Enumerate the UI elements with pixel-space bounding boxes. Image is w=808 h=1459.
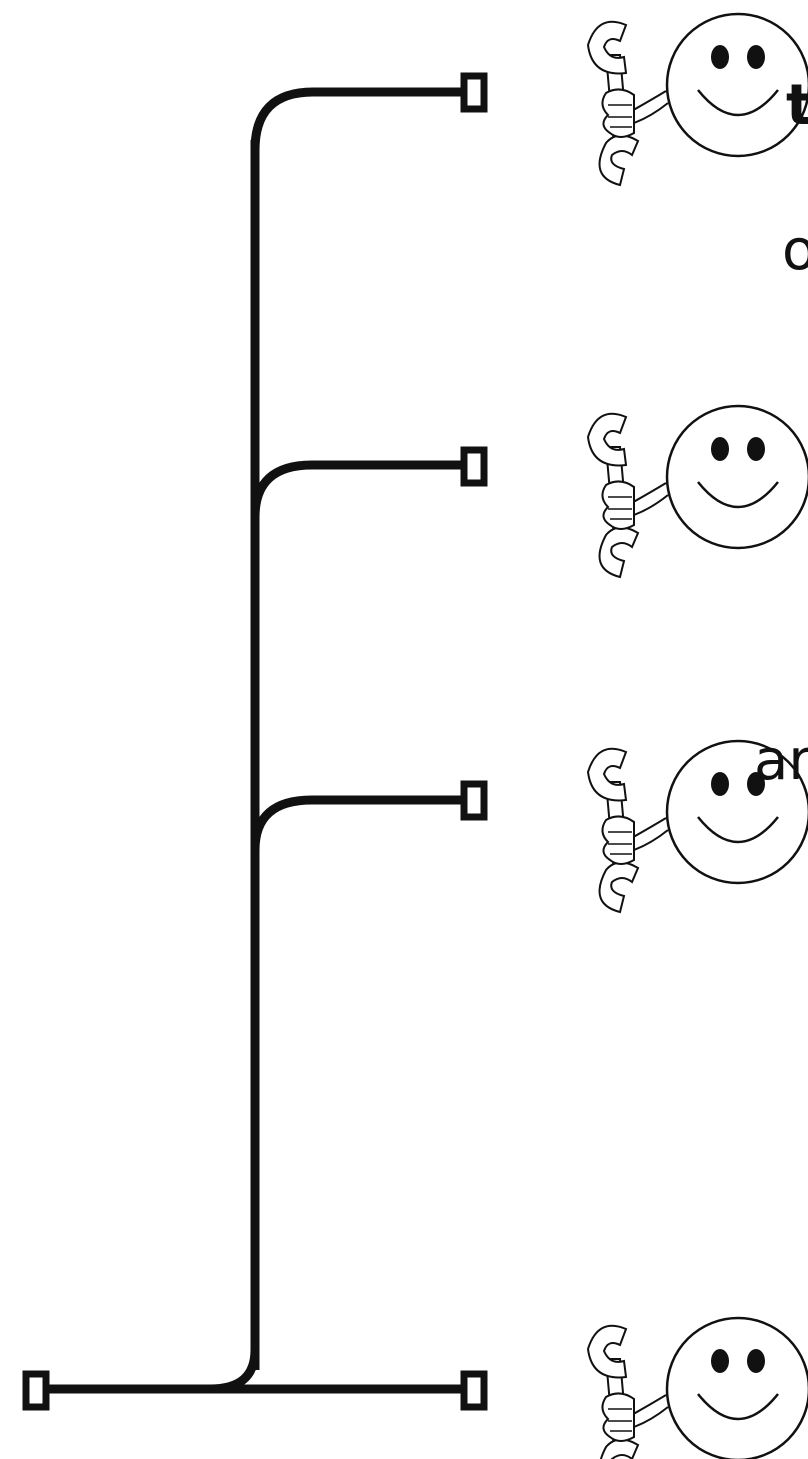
terminal-node-3 [464,784,484,817]
text-fragment-3: ar [754,733,808,789]
terminal-node-4 [464,1374,484,1407]
smiley-wrench-icon [588,406,808,577]
branch-line-2 [255,465,462,517]
branch-line-1 [255,92,462,150]
smiley-wrench-icon [588,14,808,185]
trunk-bottom-curve [210,1350,255,1389]
terminal-node-start [26,1374,46,1407]
text-fragment-2: o [782,223,808,279]
connector-lines [48,92,462,1389]
branch-line-3 [255,800,462,850]
terminal-node-2 [464,450,484,483]
terminal-node-1 [464,76,484,109]
text-fragment-1: t [786,78,808,134]
smiley-wrench-icon [588,1318,808,1459]
